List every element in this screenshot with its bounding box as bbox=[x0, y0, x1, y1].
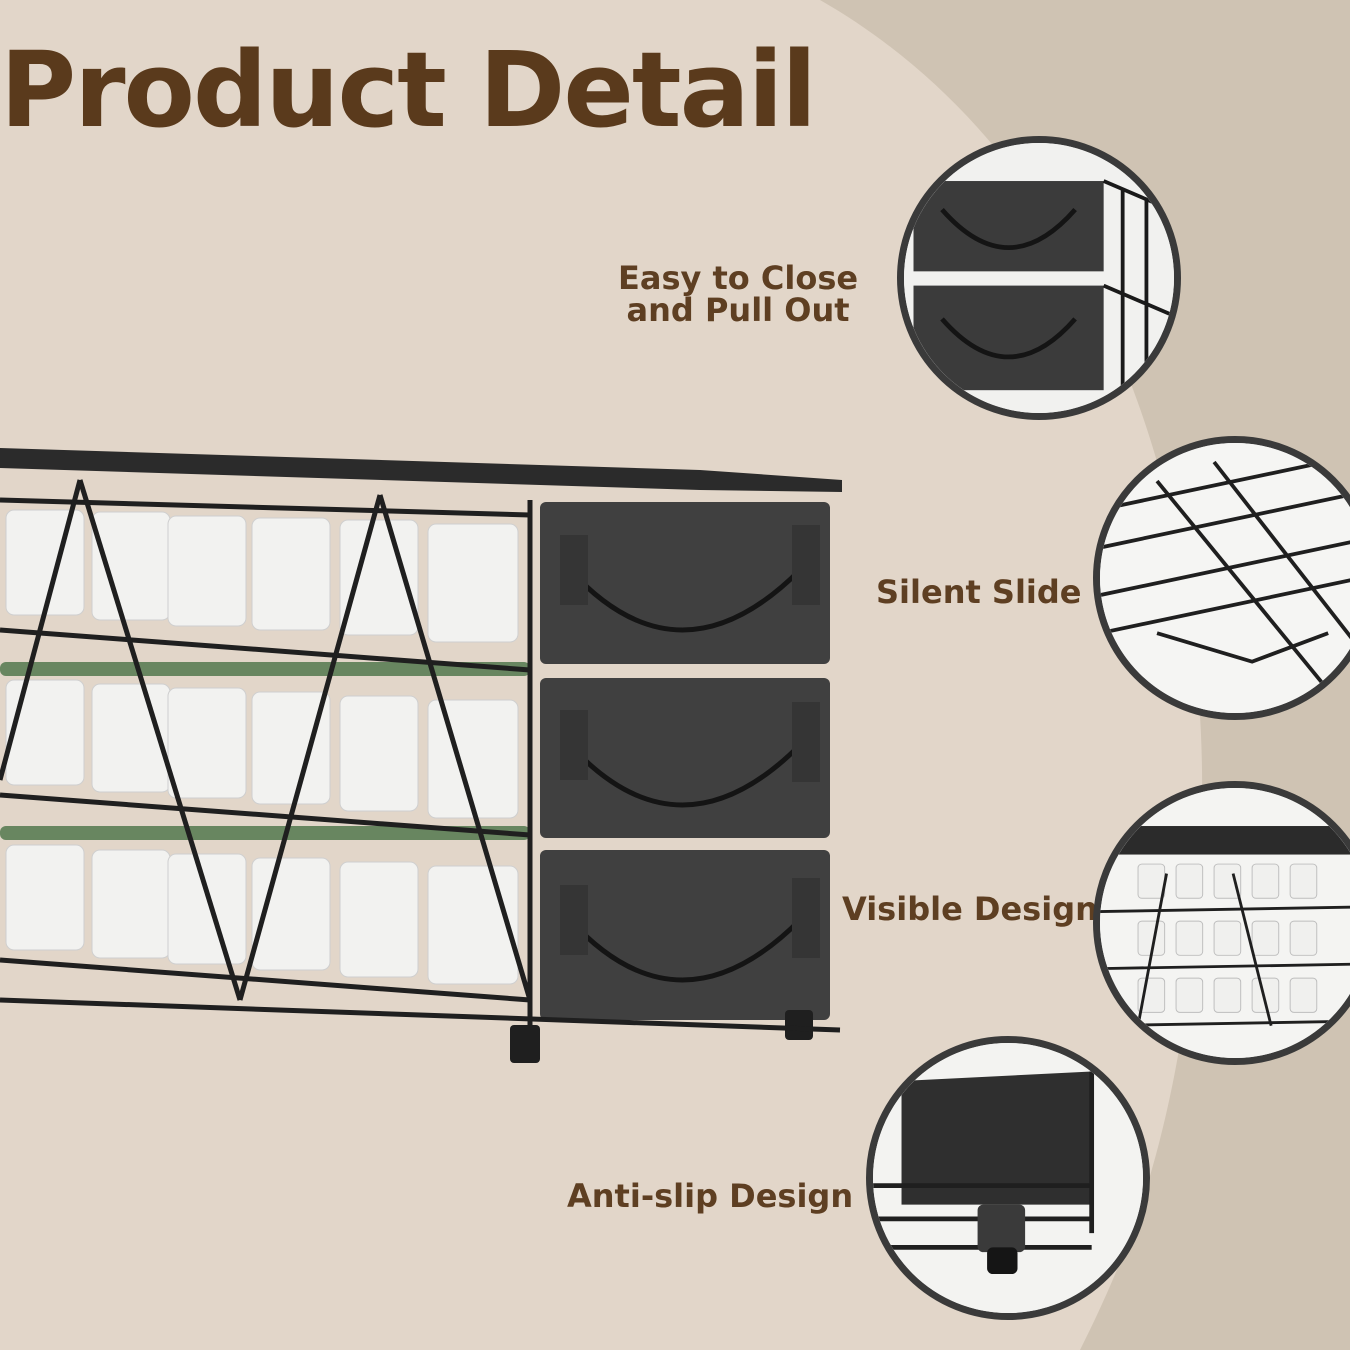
feature-label-line-2: and Pull Out bbox=[626, 291, 850, 329]
product-image bbox=[0, 448, 842, 1063]
page-title: Product Detail bbox=[0, 29, 817, 151]
feature-label-easy-close: Easy to Close and Pull Out bbox=[618, 262, 858, 326]
feature-label-line-1: Easy to Close bbox=[618, 259, 859, 297]
feature-label-silent-slide: Silent Slide bbox=[876, 573, 1082, 611]
rubber-foot-icon bbox=[866, 1036, 1150, 1320]
feature-label-visible-design: Visible Design bbox=[842, 890, 1098, 928]
wire-slide-rail-icon bbox=[1093, 436, 1350, 720]
pod-rack-visible-icon bbox=[1093, 781, 1350, 1065]
pod-rows bbox=[0, 509, 530, 985]
drawers bbox=[540, 502, 830, 1020]
drawer-closeup-icon bbox=[897, 136, 1181, 420]
feature-label-anti-slip: Anti-slip Design bbox=[567, 1177, 854, 1215]
